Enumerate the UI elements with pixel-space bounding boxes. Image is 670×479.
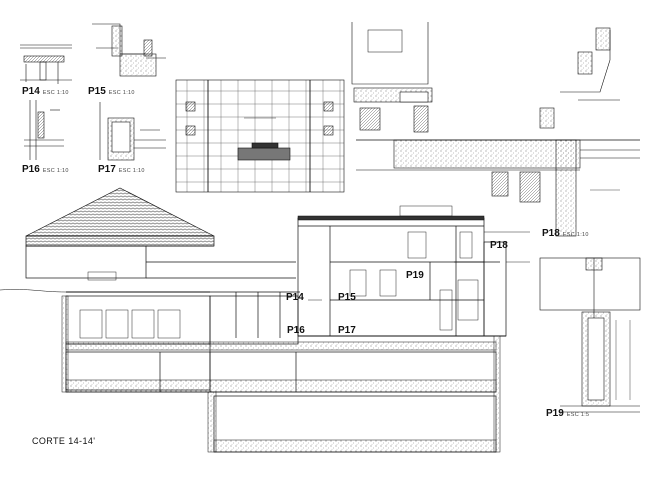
- concrete-slabs: [61, 215, 501, 453]
- interior-details: [79, 205, 530, 339]
- detail-p17-drawing: [99, 102, 166, 161]
- callout-p15: P15: [338, 292, 356, 303]
- callout-p17: P17: [338, 325, 356, 336]
- callout-p19: P19: [406, 270, 424, 281]
- detail-p19-drawing: [539, 257, 641, 413]
- detail-p18-drawing: [351, 22, 640, 237]
- callout-p14: P14: [286, 292, 304, 303]
- callout-p18: P18: [490, 240, 508, 251]
- detail-p14-drawing: [20, 44, 72, 84]
- detail-p15-drawing: [92, 23, 166, 77]
- callout-p16: P16: [287, 325, 305, 336]
- tile-wall-elevation: [175, 79, 345, 193]
- pyramid-roof: [25, 187, 215, 247]
- section-caption: CORTE 14-14': [32, 436, 96, 446]
- detail-p16-drawing: [24, 100, 64, 160]
- section-outline: [0, 217, 507, 453]
